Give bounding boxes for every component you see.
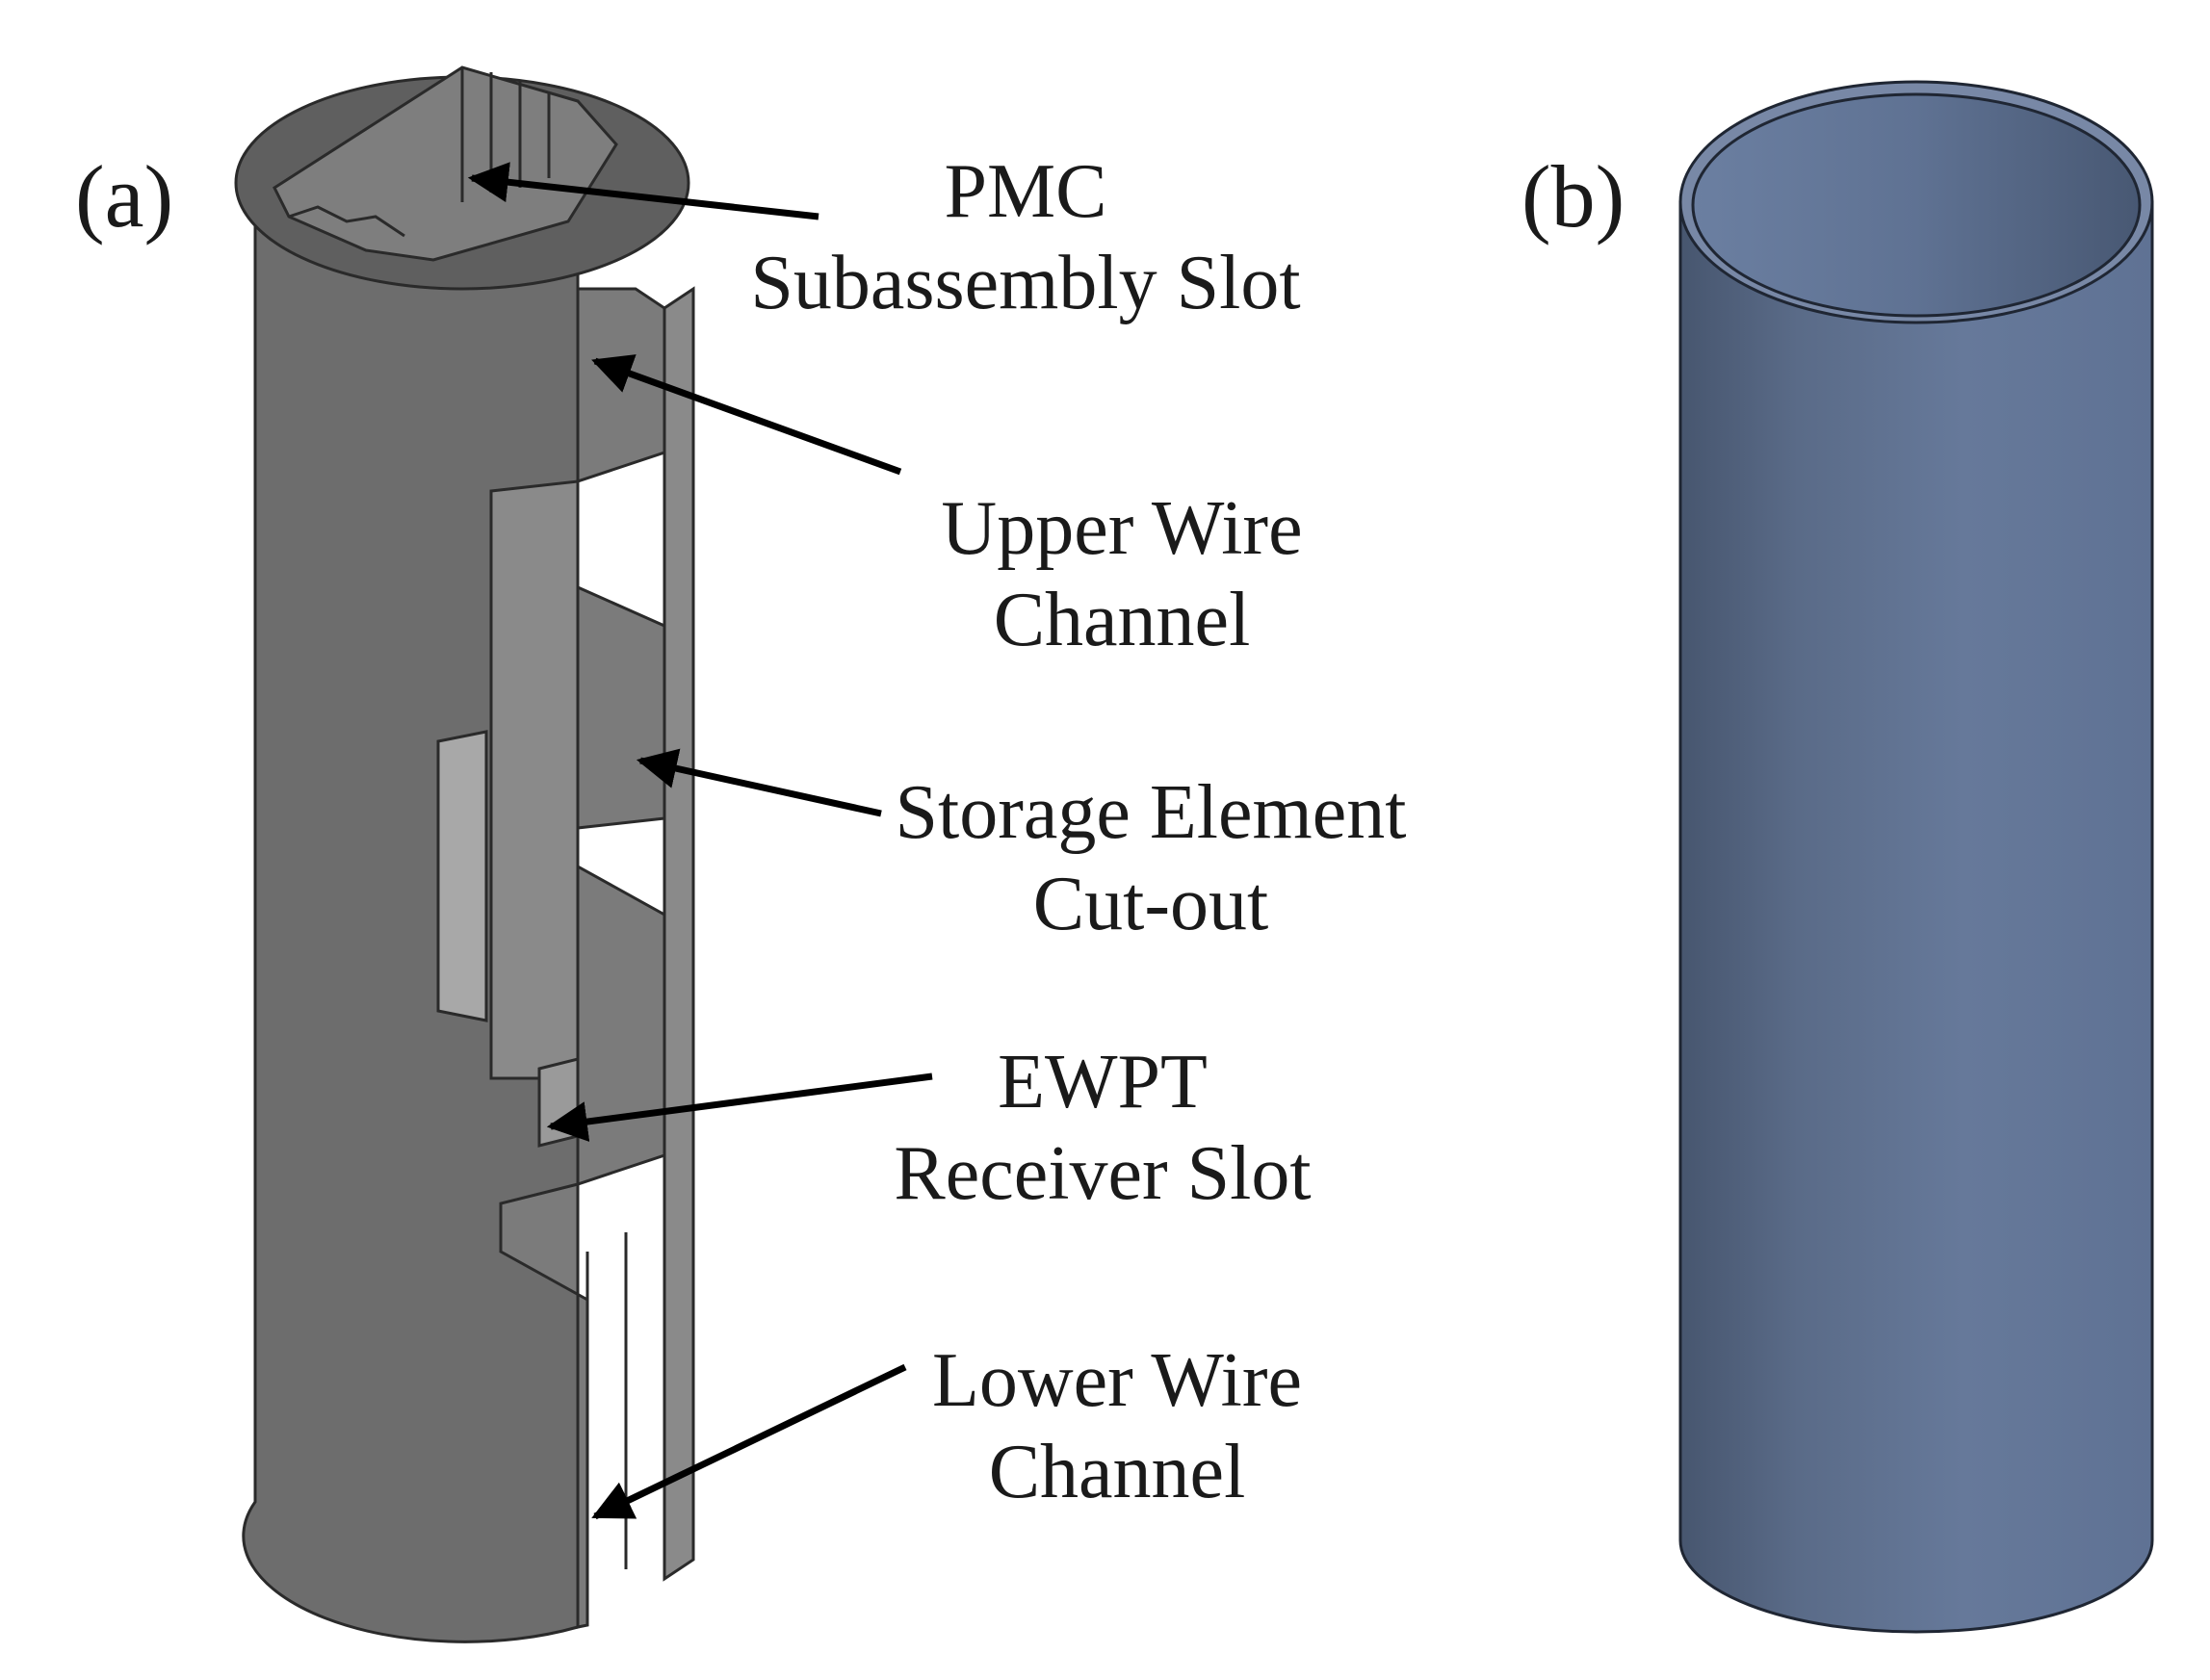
callout-lower-wire-line2: Channel (989, 1430, 1246, 1514)
callout-upper-wire: Upper Wire Channel (941, 486, 1302, 662)
callout-pmc-line2: Subassembly Slot (750, 241, 1300, 325)
callout-storage-line1: Storage Element (896, 770, 1407, 855)
sleeve-body (1678, 200, 2154, 1634)
arrow-upper-wire (591, 354, 902, 476)
arrow-ewpt (546, 1073, 933, 1142)
callout-lower-wire: Lower Wire Channel (932, 1338, 1302, 1514)
callout-pmc-line1: PMC (945, 149, 1107, 234)
panel-b: (b) (1521, 80, 2154, 1634)
lower-channel-grooves (585, 1218, 666, 1579)
callout-ewpt-line2: Receiver Slot (894, 1131, 1311, 1216)
callout-ewpt: EWPT Receiver Slot (894, 1040, 1311, 1216)
side-tab (436, 730, 488, 1022)
callout-ewpt-line1: EWPT (998, 1040, 1208, 1124)
sleeve-rim-inner (1691, 92, 2142, 318)
panel-a: (a) PMC Subassembly Slot (75, 65, 1407, 1643)
callout-upper-wire-line2: Channel (994, 578, 1251, 662)
storage-cutout (489, 479, 580, 1080)
housing-cylinder (234, 65, 695, 1643)
pmc-slot (273, 65, 618, 262)
callout-storage-line2: Cut-out (1033, 862, 1268, 946)
ewpt-slot (537, 1057, 580, 1148)
panel-a-label: (a) (75, 147, 173, 246)
callout-storage: Storage Element Cut-out (896, 770, 1407, 946)
callout-lower-wire-line1: Lower Wire (932, 1338, 1302, 1423)
pmc-slot-steps (288, 67, 551, 238)
callout-pmc: PMC Subassembly Slot (750, 149, 1300, 325)
arrow-lower-wire (591, 1363, 907, 1520)
arrow-pmc (467, 162, 819, 220)
callout-arrows (467, 162, 933, 1520)
sleeve-tube (1678, 80, 2154, 1634)
arrow-storage (636, 748, 882, 817)
callout-upper-wire-line1: Upper Wire (941, 486, 1302, 571)
housing-right-edge (663, 286, 695, 1582)
panel-b-label: (b) (1521, 147, 1625, 246)
